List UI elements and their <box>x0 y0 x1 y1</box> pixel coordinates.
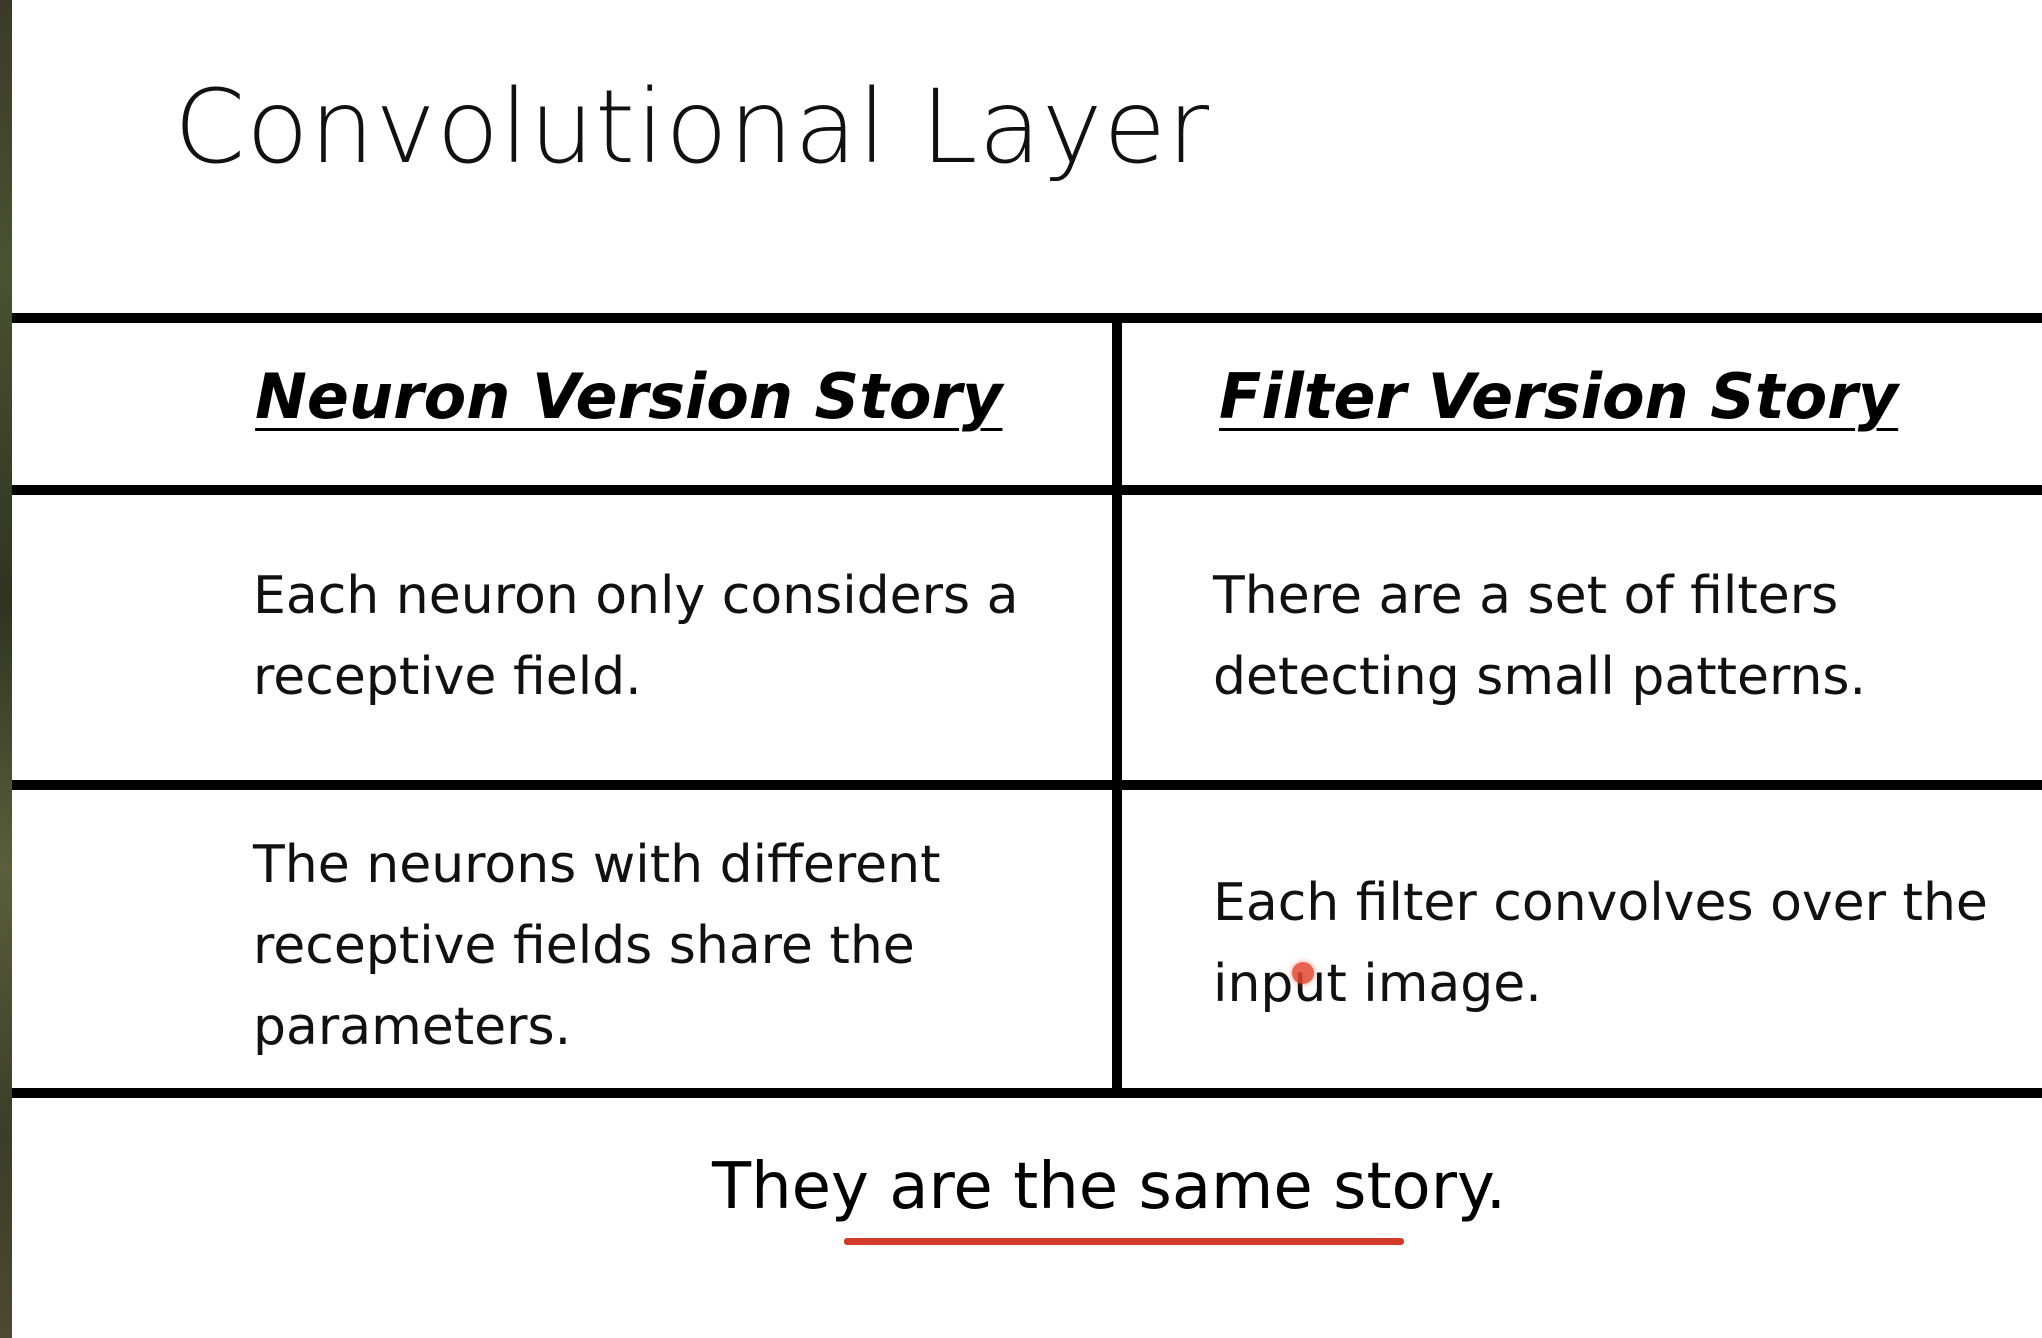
table-rule-bottom <box>12 1088 2042 1098</box>
footer-statement: They are the same story. <box>712 1150 1507 1224</box>
table-rule-top <box>12 313 2042 323</box>
background-image-strip <box>0 0 12 1338</box>
cell-neuron-row-2: The neurons with different receptive fie… <box>253 835 941 1057</box>
slide: Convolutional Layer Neuron Version Story… <box>12 0 2042 1338</box>
table-rule-middle <box>12 780 2042 790</box>
red-annotation-underline <box>844 1238 1404 1245</box>
header-neuron-version: Neuron Version Story <box>255 360 1003 433</box>
cell-filter-row-2: Each filter convolves over the input ima… <box>1213 873 1988 1014</box>
slide-title: Convolutional Layer <box>174 68 1211 187</box>
header-filter-version: Filter Version Story <box>1219 360 1899 433</box>
table-rule-header <box>12 485 2042 495</box>
table-column-divider <box>1112 318 1122 1098</box>
pointer-cursor-icon <box>1292 962 1314 984</box>
cell-neuron-row-1: Each neuron only considers a receptive f… <box>253 566 1019 707</box>
cell-filter-row-1: There are a set of filters detecting sma… <box>1213 566 1867 707</box>
